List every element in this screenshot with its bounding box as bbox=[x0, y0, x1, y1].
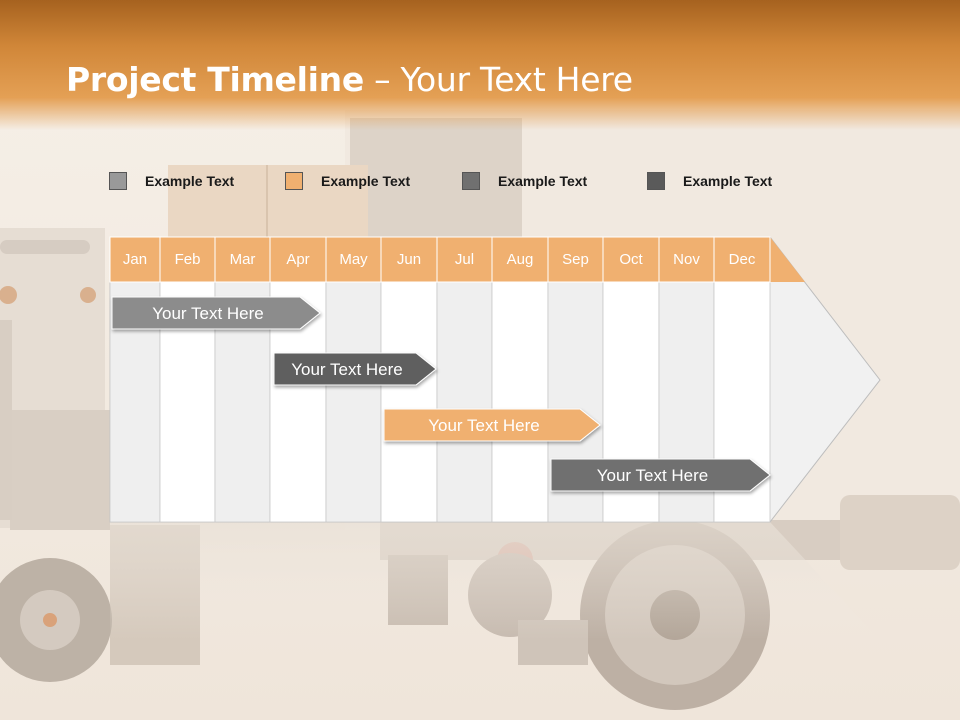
task-bar-label-1: Your Text Here bbox=[152, 304, 264, 323]
legend-label-2: Example Text bbox=[321, 173, 411, 189]
month-label-jul: Jul bbox=[455, 251, 474, 268]
legend-swatch-2 bbox=[285, 172, 303, 190]
task-bar-shape-3 bbox=[383, 408, 601, 442]
legend-swatch-1 bbox=[109, 172, 127, 190]
timeline-column-may bbox=[325, 281, 382, 523]
legend-item-1: Example Text bbox=[109, 171, 234, 191]
task-bar-label-2: Your Text Here bbox=[291, 360, 403, 379]
timeline-column-aug bbox=[491, 281, 549, 523]
month-header-oct bbox=[602, 236, 660, 283]
task-bar-label-3: Your Text Here bbox=[428, 416, 540, 435]
month-label-may: May bbox=[339, 251, 368, 268]
month-header-feb bbox=[159, 236, 216, 283]
month-label-jan: Jan bbox=[123, 251, 147, 268]
legend-swatch-4 bbox=[647, 172, 665, 190]
legend-label-4: Example Text bbox=[683, 173, 773, 189]
month-label-apr: Apr bbox=[286, 251, 309, 268]
month-label-sep: Sep bbox=[562, 251, 589, 268]
legend-swatch-3 bbox=[462, 172, 480, 190]
task-bar-4: Your Text Here bbox=[550, 458, 771, 492]
month-header-apr bbox=[269, 236, 327, 283]
timeline-arrow-header-tip bbox=[770, 237, 805, 282]
slide-title: Project Timeline – Your Text Here bbox=[66, 60, 633, 99]
month-header-jun bbox=[380, 236, 438, 283]
month-label-feb: Feb bbox=[175, 251, 201, 268]
legend-label-1: Example Text bbox=[145, 173, 235, 189]
month-header-may bbox=[325, 236, 382, 283]
title-band bbox=[0, 0, 960, 130]
legend-item-3: Example Text bbox=[462, 171, 587, 191]
month-header-aug bbox=[491, 236, 549, 283]
legend-item-2: Example Text bbox=[285, 171, 410, 191]
task-bar-label-4: Your Text Here bbox=[597, 466, 709, 485]
month-label-jun: Jun bbox=[397, 251, 421, 268]
task-bar-1: Your Text Here bbox=[111, 296, 321, 330]
task-bar-2: Your Text Here bbox=[273, 352, 437, 386]
month-header-jan bbox=[109, 236, 161, 283]
task-bar-shape-4 bbox=[550, 458, 771, 492]
task-bar-shape-1 bbox=[111, 296, 321, 330]
timeline-column-jul bbox=[436, 281, 493, 523]
month-label-aug: Aug bbox=[507, 251, 534, 268]
month-label-nov: Nov bbox=[673, 251, 700, 268]
slide-title-bold: Project Timeline bbox=[66, 60, 364, 99]
month-label-oct: Oct bbox=[619, 251, 643, 268]
legend-item-4: Example Text bbox=[647, 171, 772, 191]
month-label-mar: Mar bbox=[230, 251, 256, 268]
legend-label-3: Example Text bbox=[498, 173, 588, 189]
task-bar-shape-2 bbox=[273, 352, 437, 386]
task-bar-3: Your Text Here bbox=[383, 408, 601, 442]
arrow-reflection bbox=[110, 522, 880, 640]
month-header-dec bbox=[713, 236, 771, 283]
timeline-column-jun bbox=[380, 281, 438, 523]
month-header-nov bbox=[658, 236, 715, 283]
month-header-mar bbox=[214, 236, 271, 283]
slide-title-rest: – Your Text Here bbox=[363, 60, 633, 99]
month-label-dec: Dec bbox=[729, 251, 756, 268]
